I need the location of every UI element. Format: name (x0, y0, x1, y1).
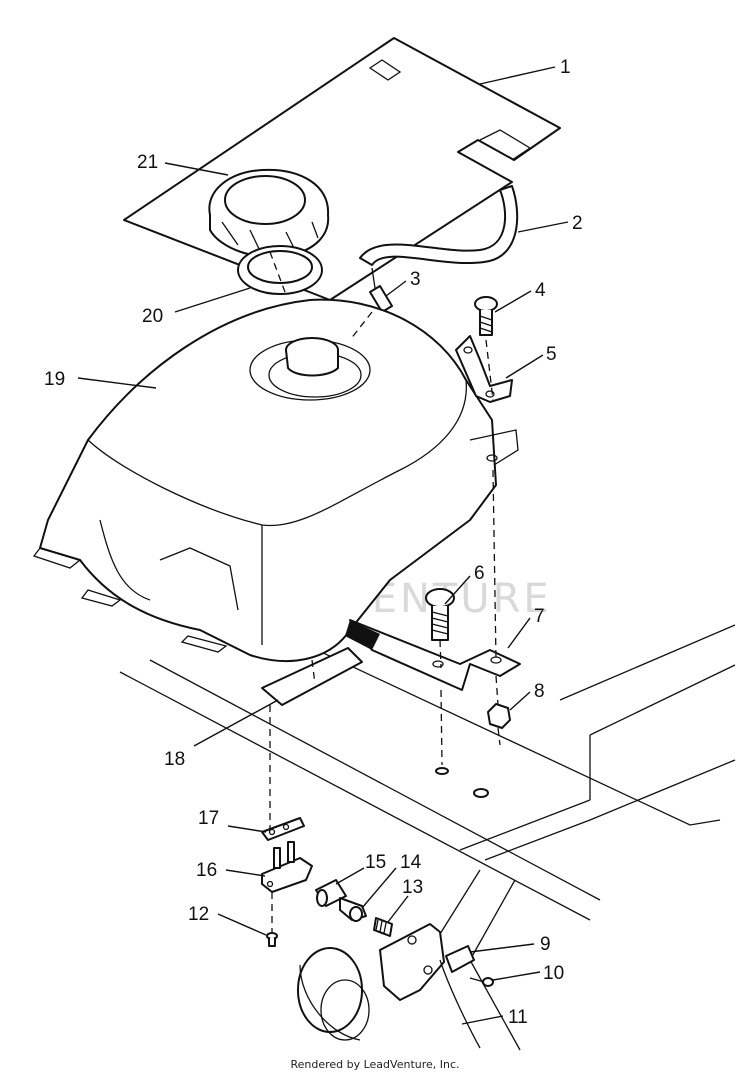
callout-18: 18 (164, 749, 185, 770)
callout-3: 3 (410, 269, 421, 290)
callout-10: 10 (543, 963, 564, 984)
part-2-vent-hose (359, 185, 519, 266)
part-14-washer (339, 897, 367, 922)
callout-11: 11 (508, 1007, 528, 1028)
part-16-fuel-valve (261, 841, 313, 893)
callout-9: 9 (540, 934, 551, 955)
callout-14: 14 (400, 852, 422, 873)
part-17-plate (261, 817, 305, 841)
callout-4: 4 (535, 280, 546, 301)
callout-6: 6 (474, 563, 485, 584)
callout-17: 17 (198, 808, 219, 829)
part-10-screw (469, 977, 494, 987)
callout-12: 12 (188, 904, 209, 925)
part-8-nut (487, 703, 511, 729)
footer-credit: Rendered by LeadVenture, Inc. (290, 1058, 460, 1071)
part-13-spring (373, 917, 393, 937)
part-20-gasket (237, 245, 323, 295)
leader-lines (77, 66, 569, 1025)
part-3-vent-fitting (369, 267, 393, 313)
callout-8: 8 (534, 681, 545, 702)
part-7-strap-bracket (345, 619, 521, 691)
callout-15: 15 (365, 852, 386, 873)
frame (119, 624, 736, 1051)
part-9-knob (445, 945, 475, 973)
part-18-pad (261, 647, 363, 706)
callout-16: 16 (196, 860, 217, 881)
part-1-pad (123, 37, 561, 301)
callout-5: 5 (546, 344, 557, 365)
part-5-bracket (455, 335, 513, 403)
callout-2: 2 (572, 213, 583, 234)
callout-1: 1 (560, 57, 571, 78)
part-4-bolt (474, 296, 498, 336)
callout-labels: 1 2 3 4 5 6 7 8 9 10 11 12 13 14 15 16 1… (44, 57, 583, 1028)
alignment-lines (269, 251, 501, 932)
part-11-frame-bracket (297, 923, 481, 1049)
part-12-screw (266, 932, 278, 947)
part-19-fuel-tank (32, 298, 519, 662)
callout-7: 7 (534, 606, 545, 627)
part-15-shaft (315, 879, 347, 907)
callout-21: 21 (137, 152, 158, 173)
callout-19: 19 (44, 369, 65, 390)
callout-13: 13 (402, 877, 423, 898)
part-21-fuel-cap (208, 168, 330, 258)
callout-20: 20 (142, 306, 163, 327)
